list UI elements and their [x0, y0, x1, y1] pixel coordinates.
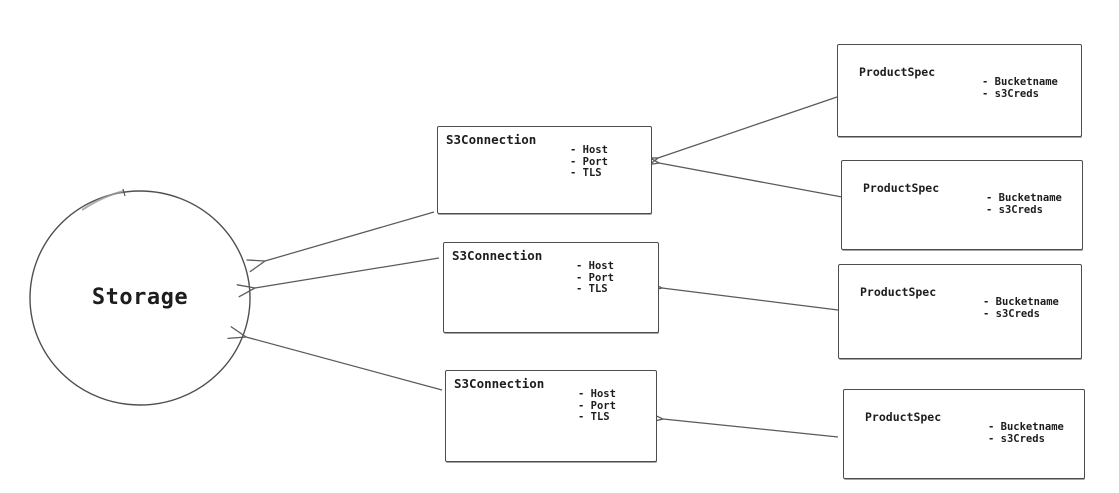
arrow-productspec4-to-s3connection3 [644, 410, 839, 438]
storage-node-label: Storage [91, 285, 189, 310]
s3-connection-box-1: S3Connection - Host - Port - TLS [437, 126, 652, 214]
node-attribute: - Bucketname [988, 421, 1064, 433]
node-attributes: - Host - Port - TLS [570, 144, 608, 180]
node-attributes: - Host - Port - TLS [576, 260, 614, 296]
arrow-s3connection1-to-storage [246, 211, 435, 273]
node-attributes: - Bucketname - s3Creds [983, 296, 1059, 320]
product-spec-box-3: ProductSpec - Bucketname - s3Creds [838, 264, 1082, 359]
node-title: S3Connection [454, 376, 545, 391]
arrow-s3connection2-to-storage [236, 257, 440, 298]
node-title: S3Connection [446, 132, 537, 147]
node-attribute: - TLS [576, 283, 608, 295]
node-attribute: - Host [576, 260, 614, 272]
node-attribute: - Bucketname [986, 192, 1062, 204]
product-spec-box-4: ProductSpec - Bucketname - s3Creds [843, 389, 1085, 479]
s3-connection-box-2: S3Connection - Host - Port - TLS [443, 242, 659, 333]
node-attribute: - Port [570, 155, 608, 168]
arrow-productspec3-to-s3connection2 [643, 279, 839, 311]
arrow-s3connection3-to-storage [227, 326, 443, 391]
node-attribute: - Host [578, 388, 616, 400]
node-title: ProductSpec [859, 65, 936, 79]
node-attributes: - Bucketname - s3Creds [982, 76, 1058, 100]
node-attribute: - Bucketname [983, 296, 1059, 308]
node-title: ProductSpec [865, 410, 942, 424]
node-attribute: - s3Creds [982, 87, 1039, 100]
node-attribute: - Host [570, 144, 608, 156]
node-attribute: - Port [578, 399, 616, 412]
node-attribute: - TLS [578, 411, 610, 423]
storage-circle [29, 190, 251, 406]
s3-connection-box-3: S3Connection - Host - Port - TLS [445, 370, 657, 462]
node-title: ProductSpec [860, 285, 937, 299]
node-title: ProductSpec [863, 181, 940, 195]
node-attribute: - TLS [570, 167, 602, 179]
node-attribute: - Port [576, 271, 614, 284]
node-title: S3Connection [452, 248, 543, 263]
arrow-productspec1-to-s3connection1 [639, 96, 838, 170]
node-attributes: - Bucketname - s3Creds [988, 421, 1064, 445]
node-attribute: - s3Creds [983, 307, 1040, 320]
node-attribute: - Bucketname [982, 76, 1058, 88]
node-attributes: - Host - Port - TLS [578, 388, 616, 424]
storage-circle-overlap-stroke [81, 190, 125, 211]
product-spec-box-1: ProductSpec - Bucketname - s3Creds [837, 44, 1082, 137]
arrow-productspec2-to-s3connection1 [640, 153, 843, 198]
node-attribute: - s3Creds [986, 203, 1043, 216]
storage-circle-closure-tick [122, 188, 126, 197]
product-spec-box-2: ProductSpec - Bucketname - s3Creds [841, 160, 1083, 250]
node-attributes: - Bucketname - s3Creds [986, 192, 1062, 216]
node-attribute: - s3Creds [988, 432, 1045, 445]
